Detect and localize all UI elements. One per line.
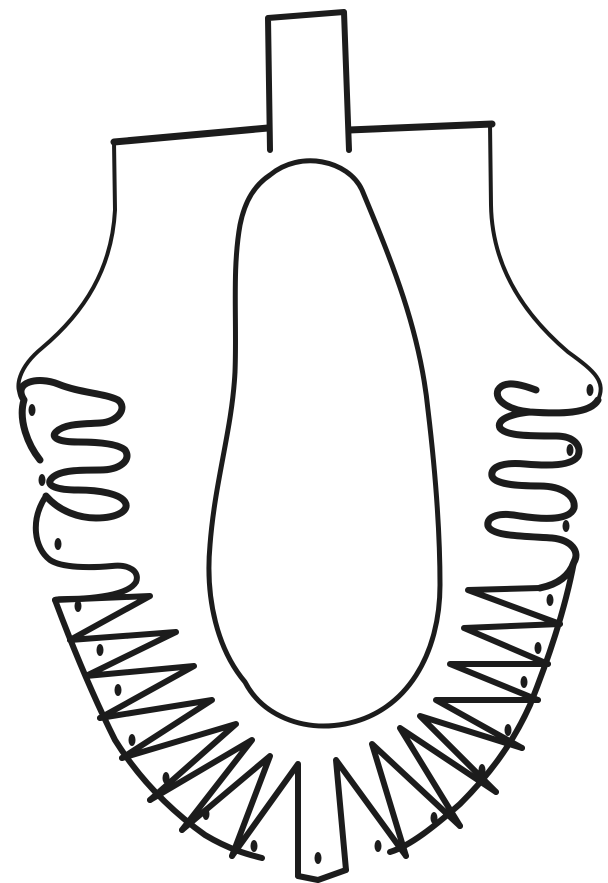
lobe-dot <box>479 764 486 776</box>
lobe-dot <box>431 812 438 824</box>
lobe-dot <box>55 538 62 550</box>
lobe-dot <box>251 840 258 852</box>
strap-lobe-center <box>298 870 346 880</box>
lobe-dot <box>115 684 122 696</box>
lobe-dot <box>75 600 82 612</box>
lobe-dot <box>535 642 542 654</box>
stem-outline <box>268 12 349 150</box>
left-margin <box>18 142 115 400</box>
left-shoulder <box>114 128 268 142</box>
lobe-dot <box>505 724 512 736</box>
strap-lobe-right-1 <box>468 588 560 624</box>
lobe-dot <box>567 444 574 456</box>
lobe-dot <box>315 852 322 864</box>
right-shoulder <box>349 124 492 130</box>
central-body <box>209 161 440 726</box>
lobe-dot <box>97 644 104 656</box>
lobe-dot <box>563 520 570 532</box>
lobe-dot <box>375 840 382 852</box>
left-finger-lobes <box>21 381 127 518</box>
lobe-dot <box>521 676 528 688</box>
right-margin <box>490 124 601 400</box>
lobe-dot <box>39 474 46 486</box>
lobe-dot <box>547 594 554 606</box>
lobe-dot <box>203 808 210 820</box>
right-finger-lobes <box>488 384 598 588</box>
lobe-dot <box>163 772 170 784</box>
lobe-dot <box>29 404 36 416</box>
lobe-dot <box>587 384 594 396</box>
lobe-dot <box>129 734 136 746</box>
right-bottom-rim <box>390 562 574 852</box>
